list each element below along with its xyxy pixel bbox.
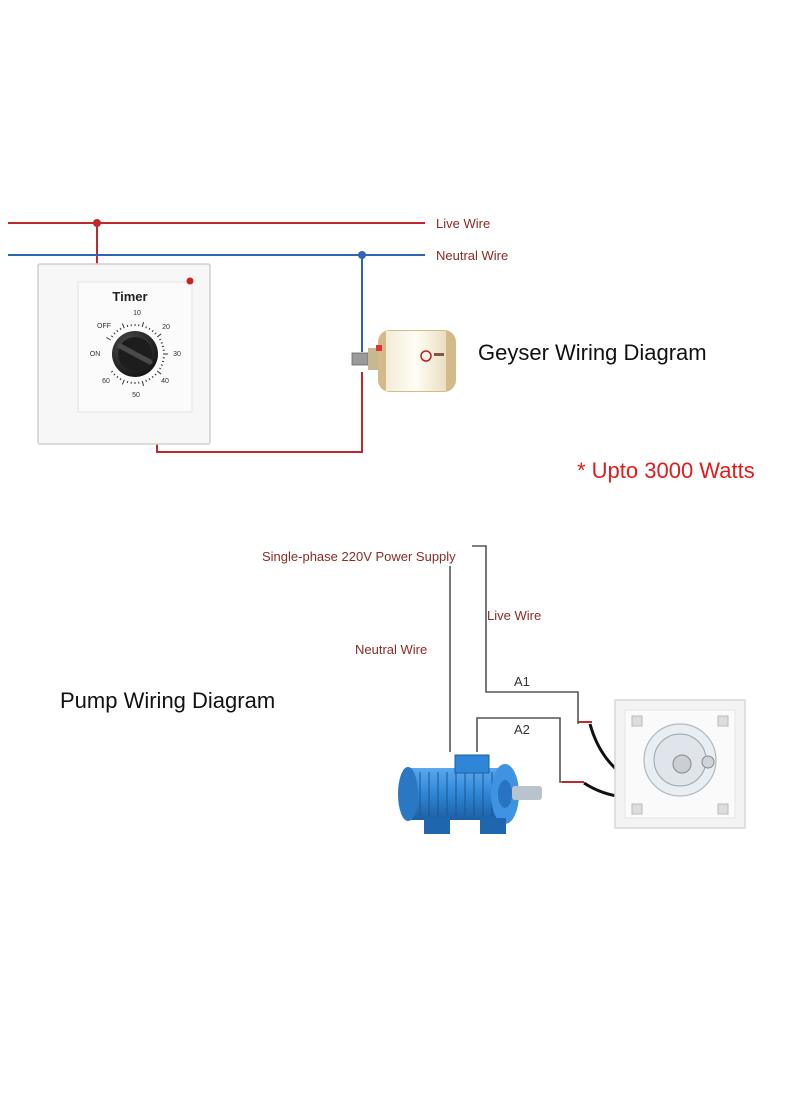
dial-50: 50 bbox=[132, 392, 140, 399]
dial-tick bbox=[161, 345, 165, 348]
dial-tick bbox=[161, 360, 165, 363]
dial-tick bbox=[110, 370, 114, 373]
dial-on: ON bbox=[90, 351, 101, 358]
terminal-a2-label: A2 bbox=[514, 722, 530, 737]
terminal-a1-label: A1 bbox=[514, 674, 530, 689]
dial-10: 10 bbox=[133, 310, 141, 317]
dial-tick bbox=[145, 326, 147, 329]
dial-ticks bbox=[106, 321, 168, 387]
dial-tick bbox=[126, 380, 129, 384]
dial-tick bbox=[148, 377, 151, 381]
dial-tick bbox=[148, 327, 151, 331]
dial-tick bbox=[110, 335, 114, 338]
geyser-diagram-title: Geyser Wiring Diagram bbox=[478, 340, 707, 365]
dial-tick bbox=[141, 321, 145, 328]
dial-tick bbox=[160, 342, 163, 344]
dial-tick bbox=[151, 329, 154, 333]
pump-timer-switch bbox=[614, 699, 746, 829]
dial-tick bbox=[145, 379, 147, 382]
timer-label: Timer bbox=[112, 289, 147, 304]
pump-neutral-wire-label: Neutral Wire bbox=[355, 642, 428, 657]
dial-tick bbox=[154, 373, 157, 376]
neutral-wire-label: Neutral Wire bbox=[436, 248, 509, 263]
dial-tick bbox=[160, 364, 163, 366]
dial-tick bbox=[119, 327, 122, 331]
indicator-led bbox=[186, 277, 194, 285]
pump-motor bbox=[398, 754, 542, 834]
dial-tick bbox=[116, 375, 119, 379]
dial-40: 40 bbox=[161, 378, 169, 385]
wattage-note: * Upto 3000 Watts bbox=[577, 458, 755, 483]
dial-tick bbox=[121, 323, 125, 329]
timer-switch: Timer OFF 10 20 30 40 50 60 ON bbox=[37, 263, 211, 445]
pump-diagram-title: Pump Wiring Diagram bbox=[60, 688, 276, 713]
dial-tick bbox=[151, 375, 154, 379]
geyser-tank bbox=[351, 330, 456, 392]
dial-tick bbox=[158, 367, 162, 370]
dial-tick bbox=[113, 332, 116, 335]
dial-tick bbox=[106, 337, 112, 341]
timer-to-geyser-wire bbox=[156, 372, 363, 453]
dial-tick bbox=[126, 324, 129, 328]
dial-tick bbox=[119, 377, 122, 381]
dial-tick bbox=[121, 379, 125, 385]
dial-tick bbox=[154, 332, 157, 335]
dial-tick bbox=[113, 373, 116, 376]
dial-30: 30 bbox=[173, 351, 181, 358]
live-wire-label: Live Wire bbox=[436, 216, 491, 231]
dial-tick bbox=[116, 329, 119, 333]
pump-live-wire bbox=[472, 545, 579, 724]
supply-label: Single-phase 220V Power Supply bbox=[262, 549, 456, 564]
dial-20: 20 bbox=[162, 324, 170, 331]
dial-tick bbox=[141, 380, 145, 387]
dial-60: 60 bbox=[102, 378, 110, 385]
dial-tick bbox=[156, 370, 162, 375]
dial-off: OFF bbox=[97, 323, 111, 330]
dial-tick bbox=[156, 333, 162, 338]
pump-live-wire-label: Live Wire bbox=[487, 608, 542, 623]
dial-tick bbox=[158, 338, 162, 341]
